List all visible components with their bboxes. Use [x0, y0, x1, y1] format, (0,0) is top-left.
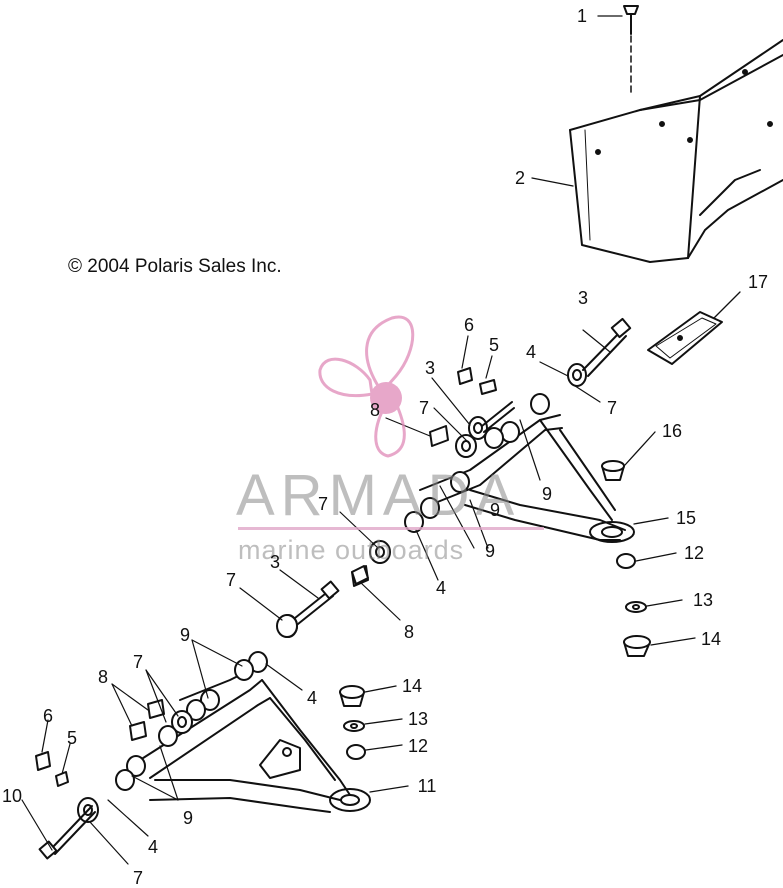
copyright-text: © 2004 Polaris Sales Inc. — [68, 256, 282, 277]
cap-part-16 — [601, 431, 656, 481]
callout-5: 5 — [488, 335, 500, 355]
upper-bushing-stack — [351, 317, 632, 587]
callout-7: 7 — [225, 570, 237, 590]
callout-1: 1 — [576, 6, 588, 26]
callout-13: 13 — [407, 709, 429, 729]
lower-a-arm-part-11 — [139, 664, 409, 813]
callout-4: 4 — [306, 688, 318, 708]
callout-16: 16 — [661, 421, 683, 441]
watermark-underline — [238, 527, 544, 530]
callout-5: 5 — [66, 728, 78, 748]
callout-13: 13 — [692, 590, 714, 610]
bracket-part-17 — [647, 291, 741, 365]
callout-8: 8 — [403, 622, 415, 642]
callout-9: 9 — [489, 500, 501, 520]
callout-9: 9 — [182, 808, 194, 828]
armada-logo-icon — [318, 315, 415, 458]
hardware-left — [339, 685, 403, 760]
callout-4: 4 — [147, 837, 159, 857]
callout-14: 14 — [700, 629, 722, 649]
callout-4: 4 — [435, 578, 447, 598]
callout-2: 2 — [514, 168, 526, 188]
callout-7: 7 — [418, 398, 430, 418]
callout-17: 17 — [747, 272, 769, 292]
lower-bushing-stack — [35, 614, 298, 860]
callout-8: 8 — [97, 667, 109, 687]
callout-11: 11 — [417, 776, 437, 796]
watermark-title: ARMADA — [236, 463, 521, 528]
callout-7: 7 — [317, 494, 329, 514]
callout-4: 4 — [525, 342, 537, 362]
callout-9: 9 — [179, 625, 191, 645]
callout-8: 8 — [369, 400, 381, 420]
callout-7: 7 — [132, 868, 144, 888]
leader-lines — [21, 329, 611, 865]
guard-panel-part-2 — [531, 39, 783, 263]
callout-6: 6 — [463, 315, 475, 335]
hardware-right — [616, 552, 696, 657]
callout-10: 10 — [1, 786, 23, 806]
callout-14: 14 — [401, 676, 423, 696]
callout-12: 12 — [683, 543, 705, 563]
callout-9: 9 — [541, 484, 553, 504]
callout-7: 7 — [606, 398, 618, 418]
callout-9: 9 — [484, 541, 496, 561]
screw-part-1 — [597, 5, 639, 97]
callout-12: 12 — [407, 736, 429, 756]
callout-3: 3 — [577, 288, 589, 308]
watermark-subtitle: marine outboards — [238, 535, 465, 565]
callout-7: 7 — [132, 652, 144, 672]
callout-3: 3 — [269, 552, 281, 572]
callout-3: 3 — [424, 358, 436, 378]
upper-a-arm-part-15 — [419, 414, 669, 543]
callout-15: 15 — [675, 508, 697, 528]
callout-6: 6 — [42, 706, 54, 726]
